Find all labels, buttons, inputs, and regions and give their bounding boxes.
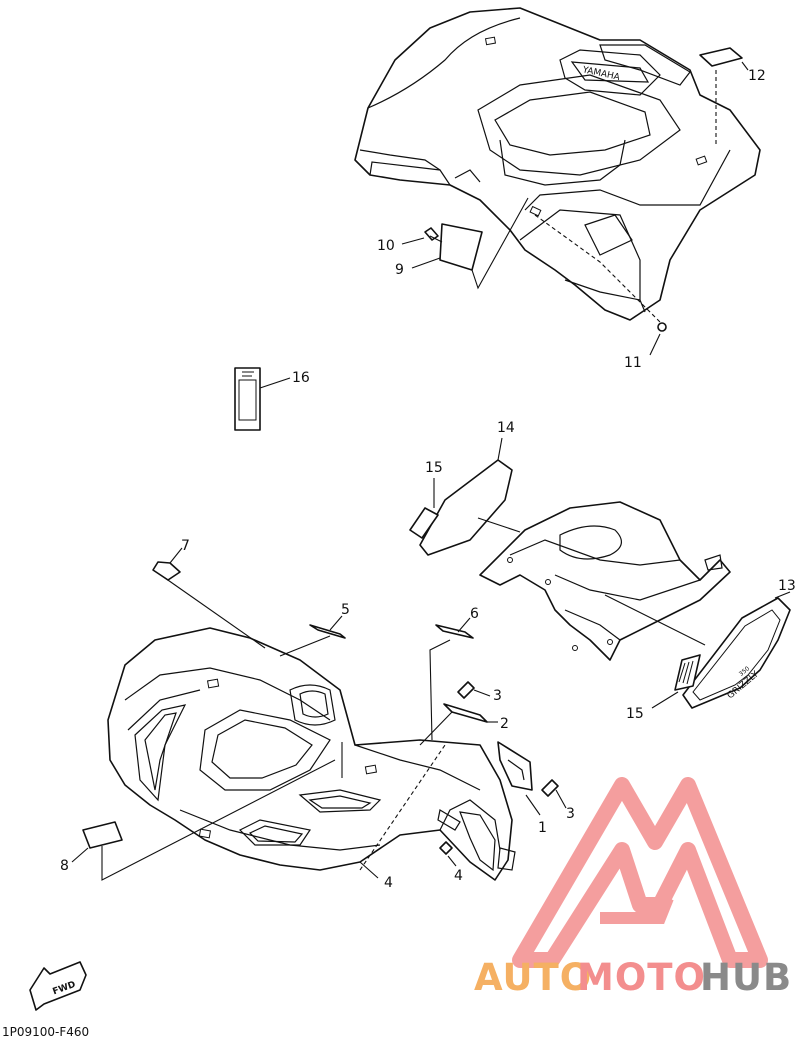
bolt-11 — [657, 322, 667, 332]
callout-11: 11 — [624, 355, 642, 371]
watermark-text-hub: HUB — [700, 956, 792, 999]
callout-15-lower: 15 — [626, 706, 644, 722]
decal-14 — [419, 459, 513, 556]
watermark-logo — [512, 777, 768, 968]
plate-9 — [439, 223, 483, 271]
bracket-1 — [497, 741, 533, 791]
callout-5: 5 — [341, 602, 350, 618]
callout-8: 8 — [60, 858, 69, 874]
bolt-3-upper — [457, 681, 475, 699]
nut-4 — [439, 841, 453, 855]
decal-15-lower — [651, 654, 701, 709]
callout-16: 16 — [292, 370, 310, 386]
fwd-arrow-icon: FWD — [29, 961, 87, 1011]
label-16 — [234, 367, 291, 431]
front-fender — [107, 627, 516, 881]
callout-10: 10 — [377, 238, 395, 254]
callout-1: 1 — [538, 820, 547, 836]
callout-7: 7 — [181, 538, 190, 554]
decal-15-upper — [409, 507, 439, 539]
callout-6: 6 — [470, 606, 479, 622]
callout-15-upper: 15 — [425, 460, 443, 476]
diagram-code: 1P09100-F460 — [2, 1025, 89, 1039]
emblem-13: GRIZZLY 350 — [604, 591, 791, 709]
screw-10 — [424, 227, 439, 241]
bolt-3-lower — [541, 779, 559, 797]
callout-9: 9 — [395, 262, 404, 278]
decal-12 — [699, 47, 743, 67]
decal-7 — [152, 561, 181, 581]
callout-4-right: 4 — [454, 868, 463, 884]
tank-cover-panel — [479, 501, 731, 661]
callout-3-upper: 3 — [493, 688, 502, 704]
callout-13: 13 — [778, 578, 796, 594]
decal-5 — [309, 624, 346, 639]
callout-2: 2 — [500, 716, 509, 732]
callout-4-left: 4 — [384, 875, 393, 891]
rear-fender: YAMAHA — [354, 7, 761, 321]
watermark-text-moto: MOTO — [577, 956, 706, 999]
decal-6 — [435, 624, 474, 639]
callout-3-lower: 3 — [566, 806, 575, 822]
callout-14: 14 — [497, 420, 515, 436]
watermark-text-auto: AUTO — [474, 956, 592, 999]
callout-12: 12 — [748, 68, 766, 84]
label-8 — [71, 742, 343, 881]
